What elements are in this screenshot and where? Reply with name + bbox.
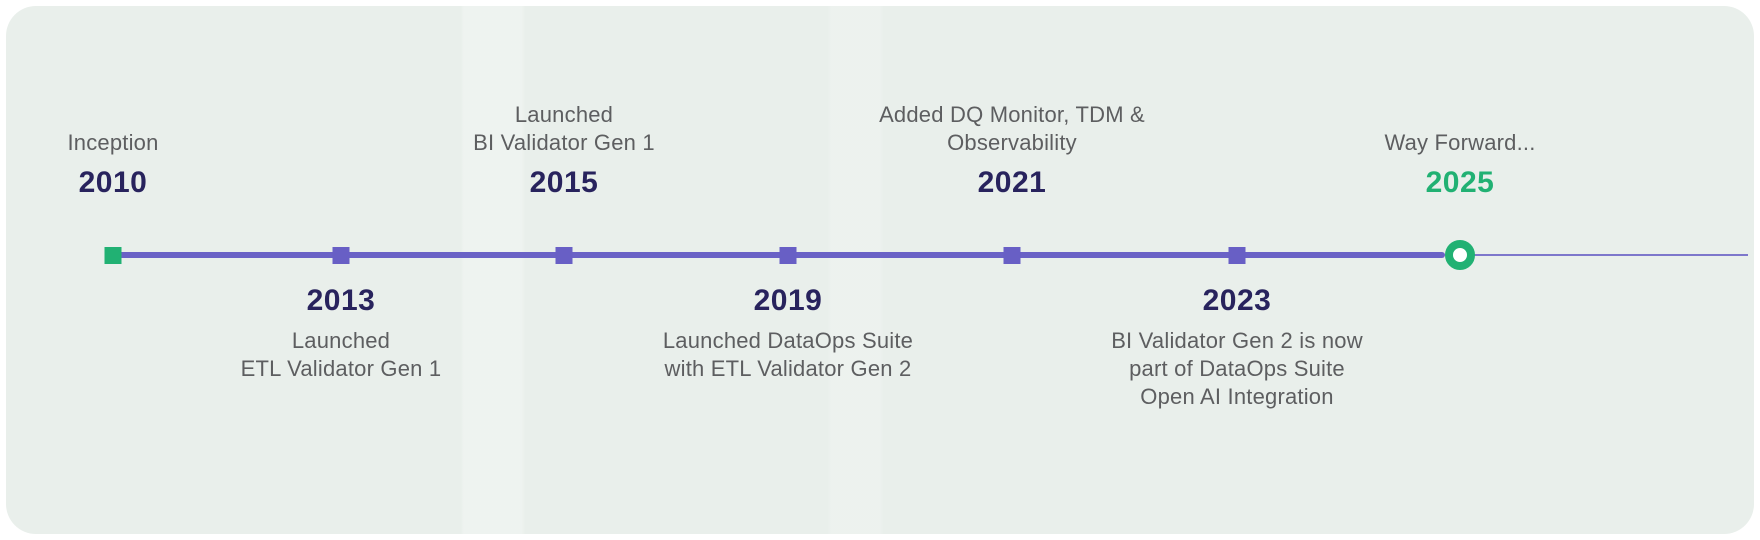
milestone-2021-description: Added DQ Monitor, TDM & Observability bbox=[879, 102, 1145, 155]
milestone-2019-description: Launched DataOps Suite with ETL Validato… bbox=[662, 328, 914, 381]
marker-2013-icon bbox=[332, 247, 350, 264]
marker-2025-icon bbox=[1445, 240, 1475, 270]
milestone-2019: 2019 Launched DataOps Suite with ETL Val… bbox=[608, 284, 968, 383]
milestone-2013: 2013 Launched ETL Validator Gen 1 bbox=[161, 284, 521, 383]
marker-2019-icon bbox=[779, 247, 797, 264]
milestone-2010: Inception 2010 bbox=[0, 129, 293, 200]
slide-panel bbox=[6, 6, 1754, 534]
marker-2023-icon bbox=[1228, 247, 1246, 264]
milestone-2023-year: 2023 bbox=[1202, 284, 1272, 317]
milestone-2021: Added DQ Monitor, TDM & Observability 20… bbox=[832, 101, 1192, 200]
milestone-2025: Way Forward... 2025 bbox=[1280, 129, 1640, 200]
milestone-2013-description: Launched ETL Validator Gen 1 bbox=[240, 328, 442, 381]
milestone-2019-year: 2019 bbox=[753, 284, 823, 317]
milestone-2023: 2023 BI Validator Gen 2 is now part of D… bbox=[1057, 284, 1417, 411]
milestone-2025-year: 2025 bbox=[1425, 166, 1495, 199]
milestone-2013-year: 2013 bbox=[306, 284, 376, 317]
timeline-line bbox=[106, 252, 1445, 258]
milestone-2021-year: 2021 bbox=[977, 166, 1047, 199]
milestone-2015-description: Launched BI Validator Gen 1 bbox=[473, 102, 655, 155]
marker-2015-icon bbox=[555, 247, 573, 264]
milestone-2010-year: 2010 bbox=[78, 166, 148, 199]
marker-2010-icon bbox=[104, 247, 122, 264]
milestone-2025-description: Way Forward... bbox=[1384, 130, 1536, 155]
marker-2021-icon bbox=[1003, 247, 1021, 264]
milestone-2015: Launched BI Validator Gen 1 2015 bbox=[384, 101, 744, 200]
timeline-line-future bbox=[1460, 254, 1748, 256]
milestone-2010-description: Inception bbox=[67, 130, 159, 155]
milestone-2023-description: BI Validator Gen 2 is now part of DataOp… bbox=[1111, 328, 1363, 409]
milestone-2015-year: 2015 bbox=[529, 166, 599, 199]
